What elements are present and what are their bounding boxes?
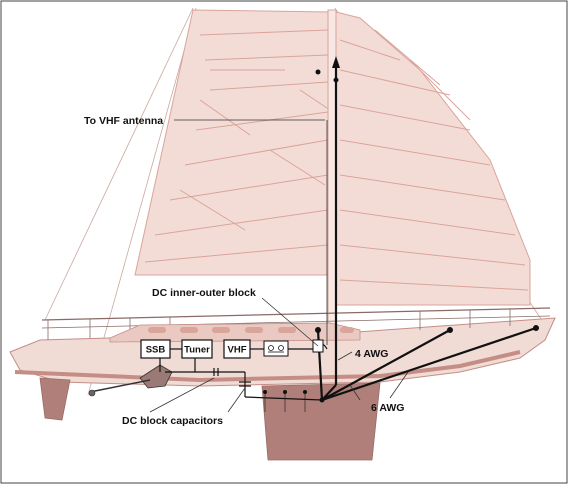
awg6-label: 6 AWG bbox=[371, 402, 404, 414]
chainplate-nodes bbox=[315, 69, 539, 333]
sail-seams bbox=[144, 29, 529, 291]
vhf-box bbox=[223, 339, 251, 359]
stanchions bbox=[47, 309, 511, 340]
awg4-label: 4 AWG bbox=[355, 348, 388, 360]
dc-block-capacitors bbox=[213, 368, 251, 387]
lifeline-top bbox=[41, 307, 551, 321]
boot-stripe bbox=[14, 350, 521, 383]
ssb-label: SSB bbox=[146, 345, 166, 356]
gps-unit-glyph bbox=[268, 345, 284, 353]
forestay bbox=[44, 7, 194, 321]
keel bbox=[261, 382, 381, 461]
callout-leaders bbox=[149, 119, 409, 413]
portlights bbox=[148, 327, 354, 333]
antenna-arrowhead bbox=[332, 56, 340, 68]
ssb-box bbox=[140, 339, 171, 359]
jib-stay bbox=[87, 7, 197, 396]
dc-block-capacitors-label: DC block capacitors bbox=[122, 415, 223, 427]
gps-unit-box bbox=[263, 340, 289, 357]
keel-bolts bbox=[264, 392, 306, 412]
vhf-antenna-label: To VHF antenna bbox=[84, 115, 163, 127]
tuner-box bbox=[181, 339, 213, 359]
tuner-label: Tuner bbox=[184, 345, 210, 356]
lifeline-lower bbox=[41, 315, 551, 329]
dc-inner-outer-block-label: DC inner-outer block bbox=[152, 287, 256, 299]
cabin-trunk bbox=[109, 322, 361, 343]
mast bbox=[327, 9, 337, 341]
rudder bbox=[39, 377, 71, 421]
mainsail bbox=[335, 11, 531, 306]
engine-and-shaft bbox=[88, 364, 173, 397]
vhf-label: VHF bbox=[228, 345, 247, 356]
